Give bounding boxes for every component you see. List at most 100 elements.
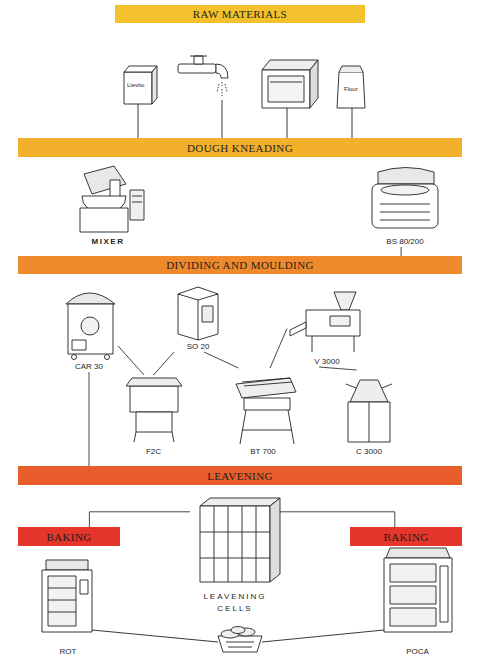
- machine-label: BT 700: [250, 446, 276, 457]
- spiral-mixer-illustration: [381, 185, 429, 195]
- yeast-box-icon: [124, 72, 152, 104]
- conical-rounder-illustration: [382, 384, 392, 388]
- volumetric-divider-illustration: [290, 322, 306, 336]
- moulder-illustration: [126, 378, 182, 442]
- flow-line: [204, 352, 239, 368]
- stage-band: BAKING: [18, 527, 120, 546]
- moulder-illustration: [172, 432, 174, 442]
- divider-illustration: [66, 293, 115, 360]
- leavening-cells-illustration: [200, 498, 280, 506]
- leavening-cells-illustration: [200, 498, 280, 582]
- machine-node: POCA: [380, 545, 455, 657]
- conical-rounder-illustration: [350, 380, 388, 402]
- leavening-cells-illustration: [200, 506, 270, 582]
- stage-band: DOUGH KNEADING: [18, 138, 462, 157]
- conical-rounder-illustration: [346, 380, 392, 442]
- spiral-mixer-illustration: [380, 220, 430, 221]
- machine-node: MIXER: [68, 165, 148, 247]
- machine-node: SO 20: [168, 282, 228, 352]
- machine-label: CAR 30: [75, 361, 103, 372]
- machine-label: BS 80/200: [386, 236, 423, 247]
- leavening-cells-illustration: [200, 532, 270, 533]
- rounder-illustration: [202, 306, 213, 322]
- flow-line: [118, 346, 144, 375]
- machine-node: V 3000: [287, 290, 367, 367]
- rotary-oven-illustration: [48, 612, 76, 613]
- leavening-cells-illustration: [200, 558, 270, 559]
- water-tap-icon: [216, 64, 228, 78]
- flour-bag-icon: [339, 66, 363, 72]
- water-tap-icon: [222, 100, 223, 138]
- band-title: BAKING: [46, 531, 91, 543]
- flour-bin-icon: [268, 76, 304, 102]
- leavening-cells-illustration: [256, 506, 257, 582]
- mixer-illustration: [132, 196, 142, 197]
- leavening-cells-illustration: [214, 506, 215, 582]
- band-title: DOUGH KNEADING: [187, 142, 293, 154]
- machine-label: F2C: [146, 446, 161, 457]
- conveyor-table-illustration: [244, 398, 290, 410]
- conveyor-table-illustration: [236, 378, 296, 444]
- mixer-illustration: [80, 208, 128, 232]
- yeast-box-icon: [124, 66, 157, 138]
- bread-basket-illustration: [226, 642, 254, 643]
- rotary-oven-illustration: [46, 560, 88, 570]
- divider-illustration: [68, 304, 113, 354]
- flour-bin-icon: [262, 60, 318, 70]
- machine-label: SO 20: [187, 341, 210, 352]
- machine-label: LEAVENING CELLS: [190, 591, 280, 615]
- rotary-oven-illustration: [42, 570, 92, 632]
- machine-label: C 3000: [356, 446, 382, 457]
- machine-label: V 3000: [314, 356, 339, 367]
- yeast-box-icon: [124, 66, 157, 72]
- conical-rounder-illustration: [369, 402, 370, 442]
- conveyor-table-illustration: [242, 378, 290, 382]
- machine-node: F2C: [122, 375, 185, 457]
- rounder-illustration: [178, 287, 218, 340]
- machine-node: LEAVENING CELLS: [190, 495, 280, 615]
- flow-line: [270, 329, 287, 369]
- deck-oven-illustration: [390, 608, 436, 626]
- flour-bin-icon: [310, 60, 318, 108]
- volumetric-divider-illustration: [334, 292, 356, 310]
- divider-illustration: [72, 340, 86, 350]
- band-title: BAKING: [383, 531, 428, 543]
- mixer-illustration: [130, 190, 144, 220]
- flow-line: [154, 352, 175, 375]
- rotary-oven-illustration: [42, 560, 92, 632]
- deck-oven-illustration: [440, 566, 448, 622]
- volumetric-divider-illustration: [290, 292, 360, 352]
- basket-line: [262, 630, 384, 642]
- deck-oven-illustration: [384, 548, 452, 632]
- water-tap-icon: [178, 64, 216, 73]
- machine-node: BT 700: [228, 368, 298, 457]
- divider-illustration: [66, 293, 115, 304]
- stage-band: DIVIDING AND MOULDING: [18, 256, 462, 274]
- divider-illustration: [81, 317, 99, 335]
- yeast-box-icon: [152, 66, 157, 104]
- conical-rounder-illustration: [346, 384, 356, 388]
- volumetric-divider-illustration: [330, 316, 350, 326]
- machine-label: POCA: [406, 646, 429, 657]
- leavening-cells-illustration: [270, 498, 280, 582]
- bread-basket-illustration: [218, 627, 262, 653]
- flour-bin-icon: [262, 70, 310, 108]
- deck-oven-illustration: [390, 586, 436, 604]
- water-tap-icon: [217, 84, 219, 92]
- spiral-mixer-illustration: [378, 168, 434, 185]
- machine-node: BS 80/200: [366, 165, 444, 247]
- conveyor-table-illustration: [242, 430, 292, 431]
- spiral-mixer-illustration: [372, 184, 438, 228]
- flow-line: [280, 512, 395, 527]
- package-label: Lievito: [127, 82, 144, 88]
- band-title: RAW MATERIALS: [193, 8, 287, 20]
- stage-band: RAW MATERIALS: [115, 5, 365, 23]
- flour-bag-icon: [352, 108, 353, 138]
- conveyor-table-illustration: [240, 410, 246, 444]
- band-title: DIVIDING AND MOULDING: [166, 259, 314, 271]
- leavening-cells-illustration: [242, 506, 243, 582]
- moulder-illustration: [134, 432, 136, 442]
- machine-node: ROT: [38, 552, 98, 657]
